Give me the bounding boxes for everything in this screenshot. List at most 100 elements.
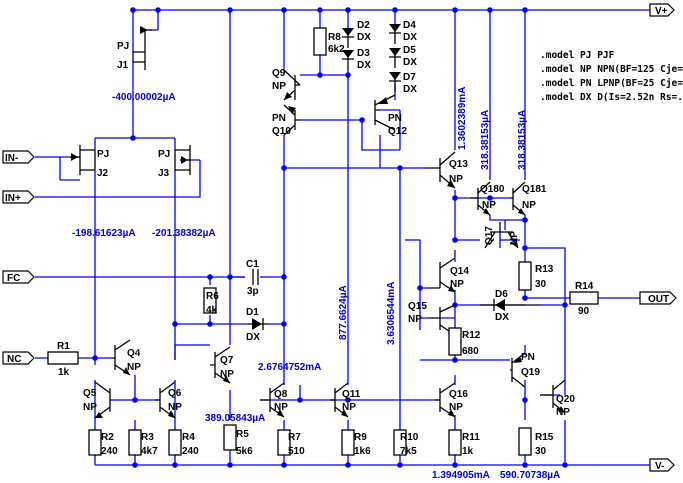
- transistor-q11: Q11 NP: [330, 382, 361, 418]
- diode-d3: D3 DX: [342, 48, 371, 71]
- svg-text:V-: V-: [655, 461, 664, 472]
- transistor-q10: PN Q10: [272, 104, 300, 137]
- svg-text:R14: R14: [575, 281, 594, 292]
- capacitor-c1: C1 3p: [246, 259, 259, 297]
- current-q20: 590.70738µA: [500, 470, 560, 481]
- port-out: OUT: [639, 291, 677, 305]
- model-directives: .model PJ PJF .model NP NPN(BF=125 Cje=.…: [540, 50, 683, 103]
- svg-text:Q19: Q19: [521, 367, 540, 378]
- current-j3: -201.38382µA: [152, 228, 216, 239]
- svg-text:R6: R6: [206, 291, 219, 302]
- svg-text:PJ: PJ: [97, 149, 109, 160]
- svg-text:NP: NP: [408, 314, 422, 325]
- transistor-q16: Q16 NP: [435, 382, 468, 418]
- transistor-q12: PN Q12: [374, 94, 407, 137]
- transistor-q17: Q17 NP: [484, 222, 520, 249]
- svg-text:240: 240: [182, 446, 199, 457]
- resistor-r12: R12 680: [448, 327, 481, 357]
- svg-text:1k6: 1k6: [354, 446, 371, 457]
- current-q11: 877.6624µA: [338, 285, 349, 340]
- svg-text:OUT: OUT: [648, 294, 669, 305]
- svg-text:Q17: Q17: [484, 226, 495, 245]
- svg-text:4k: 4k: [206, 305, 218, 316]
- current-q13: 1.3602389mA: [457, 87, 468, 150]
- svg-text:Q12: Q12: [388, 126, 407, 137]
- resistor-r11: R11 1k: [448, 429, 480, 457]
- svg-text:NP: NP: [272, 81, 286, 92]
- model-line-1: .model PJ PJF: [540, 50, 615, 61]
- resistor-r7: R7 510: [277, 429, 305, 457]
- svg-text:D7: D7: [403, 72, 416, 83]
- transistor-q4: Q4 NP: [112, 339, 141, 376]
- resistor-r2: R2 240: [88, 429, 118, 457]
- resistor-r14: R14 90: [569, 281, 599, 317]
- svg-text:D6: D6: [495, 289, 508, 300]
- svg-text:Q16: Q16: [449, 389, 468, 400]
- svg-text:NC: NC: [7, 354, 21, 365]
- svg-text:J1: J1: [117, 60, 129, 71]
- current-q16: 1.394905mA: [432, 470, 490, 481]
- svg-text:Q11: Q11: [342, 389, 361, 400]
- transistor-q6: Q6 NP: [155, 381, 182, 419]
- svg-text:Q13: Q13: [449, 159, 468, 170]
- transistor-q20: Q20 NP: [540, 379, 575, 418]
- svg-text:NP: NP: [127, 362, 141, 373]
- svg-text:Q5: Q5: [83, 388, 97, 399]
- transistor-q180: Q180 NP: [470, 181, 505, 216]
- transistor-q19: PN Q19: [510, 352, 540, 388]
- svg-text:NP: NP: [168, 402, 182, 413]
- svg-text:PN: PN: [521, 352, 535, 363]
- svg-text:R9: R9: [354, 432, 367, 443]
- diode-d6: D6 DX: [480, 289, 540, 323]
- svg-text:D3: D3: [357, 48, 370, 59]
- svg-text:R15: R15: [535, 432, 554, 443]
- svg-text:DX: DX: [357, 60, 371, 71]
- transistor-q8: Q8 NP: [260, 382, 288, 418]
- svg-text:V+: V+: [655, 6, 668, 17]
- model-line-2: .model NP NPN(BF=125 Cje=.5p: [540, 64, 683, 75]
- svg-text:DX: DX: [357, 32, 371, 43]
- svg-text:R12: R12: [462, 330, 481, 341]
- current-q7: 2.6764752mA: [258, 362, 321, 373]
- svg-text:Q9: Q9: [272, 68, 286, 79]
- svg-text:Q4: Q4: [127, 348, 141, 359]
- transistor-q13: Q13 NP: [425, 151, 468, 189]
- svg-text:Q10: Q10: [272, 126, 291, 137]
- svg-text:IN+: IN+: [5, 193, 21, 204]
- svg-text:NP: NP: [522, 200, 536, 211]
- svg-text:IN-: IN-: [5, 153, 18, 164]
- diode-d2: D2 DX: [342, 20, 371, 48]
- svg-text:R5: R5: [236, 429, 249, 440]
- svg-text:R10: R10: [400, 432, 419, 443]
- svg-text:30: 30: [535, 279, 547, 290]
- svg-text:NP: NP: [449, 402, 463, 413]
- port-in-minus: IN-: [2, 150, 35, 164]
- svg-text:FC: FC: [7, 273, 20, 284]
- svg-text:Q15: Q15: [408, 301, 427, 312]
- resistor-r9: R9 1k6: [341, 429, 371, 457]
- svg-text:NP: NP: [556, 407, 570, 418]
- port-in-plus: IN+: [2, 190, 35, 204]
- svg-text:R3: R3: [141, 432, 154, 443]
- resistor-r1: R1 1k: [47, 341, 79, 378]
- svg-text:D1: D1: [246, 307, 259, 318]
- svg-text:5k6: 5k6: [236, 446, 253, 457]
- svg-text:3p: 3p: [247, 286, 259, 297]
- svg-text:1k: 1k: [462, 446, 474, 457]
- svg-text:R8: R8: [328, 32, 341, 43]
- svg-text:J2: J2: [97, 168, 109, 179]
- current-j1: -400.00002µA: [112, 92, 176, 103]
- svg-text:PJ: PJ: [158, 149, 170, 160]
- svg-text:30: 30: [535, 446, 547, 457]
- svg-text:D4: D4: [403, 20, 416, 31]
- transistor-q5: Q5 NP: [83, 381, 112, 419]
- svg-text:PN: PN: [388, 113, 402, 124]
- svg-text:D2: D2: [357, 20, 370, 31]
- svg-text:DX: DX: [403, 32, 417, 43]
- svg-text:PN: PN: [272, 113, 286, 124]
- current-j2: -198.61623µA: [72, 228, 136, 239]
- svg-text:DX: DX: [403, 57, 417, 68]
- jfet-j1: PJ J1: [117, 26, 152, 71]
